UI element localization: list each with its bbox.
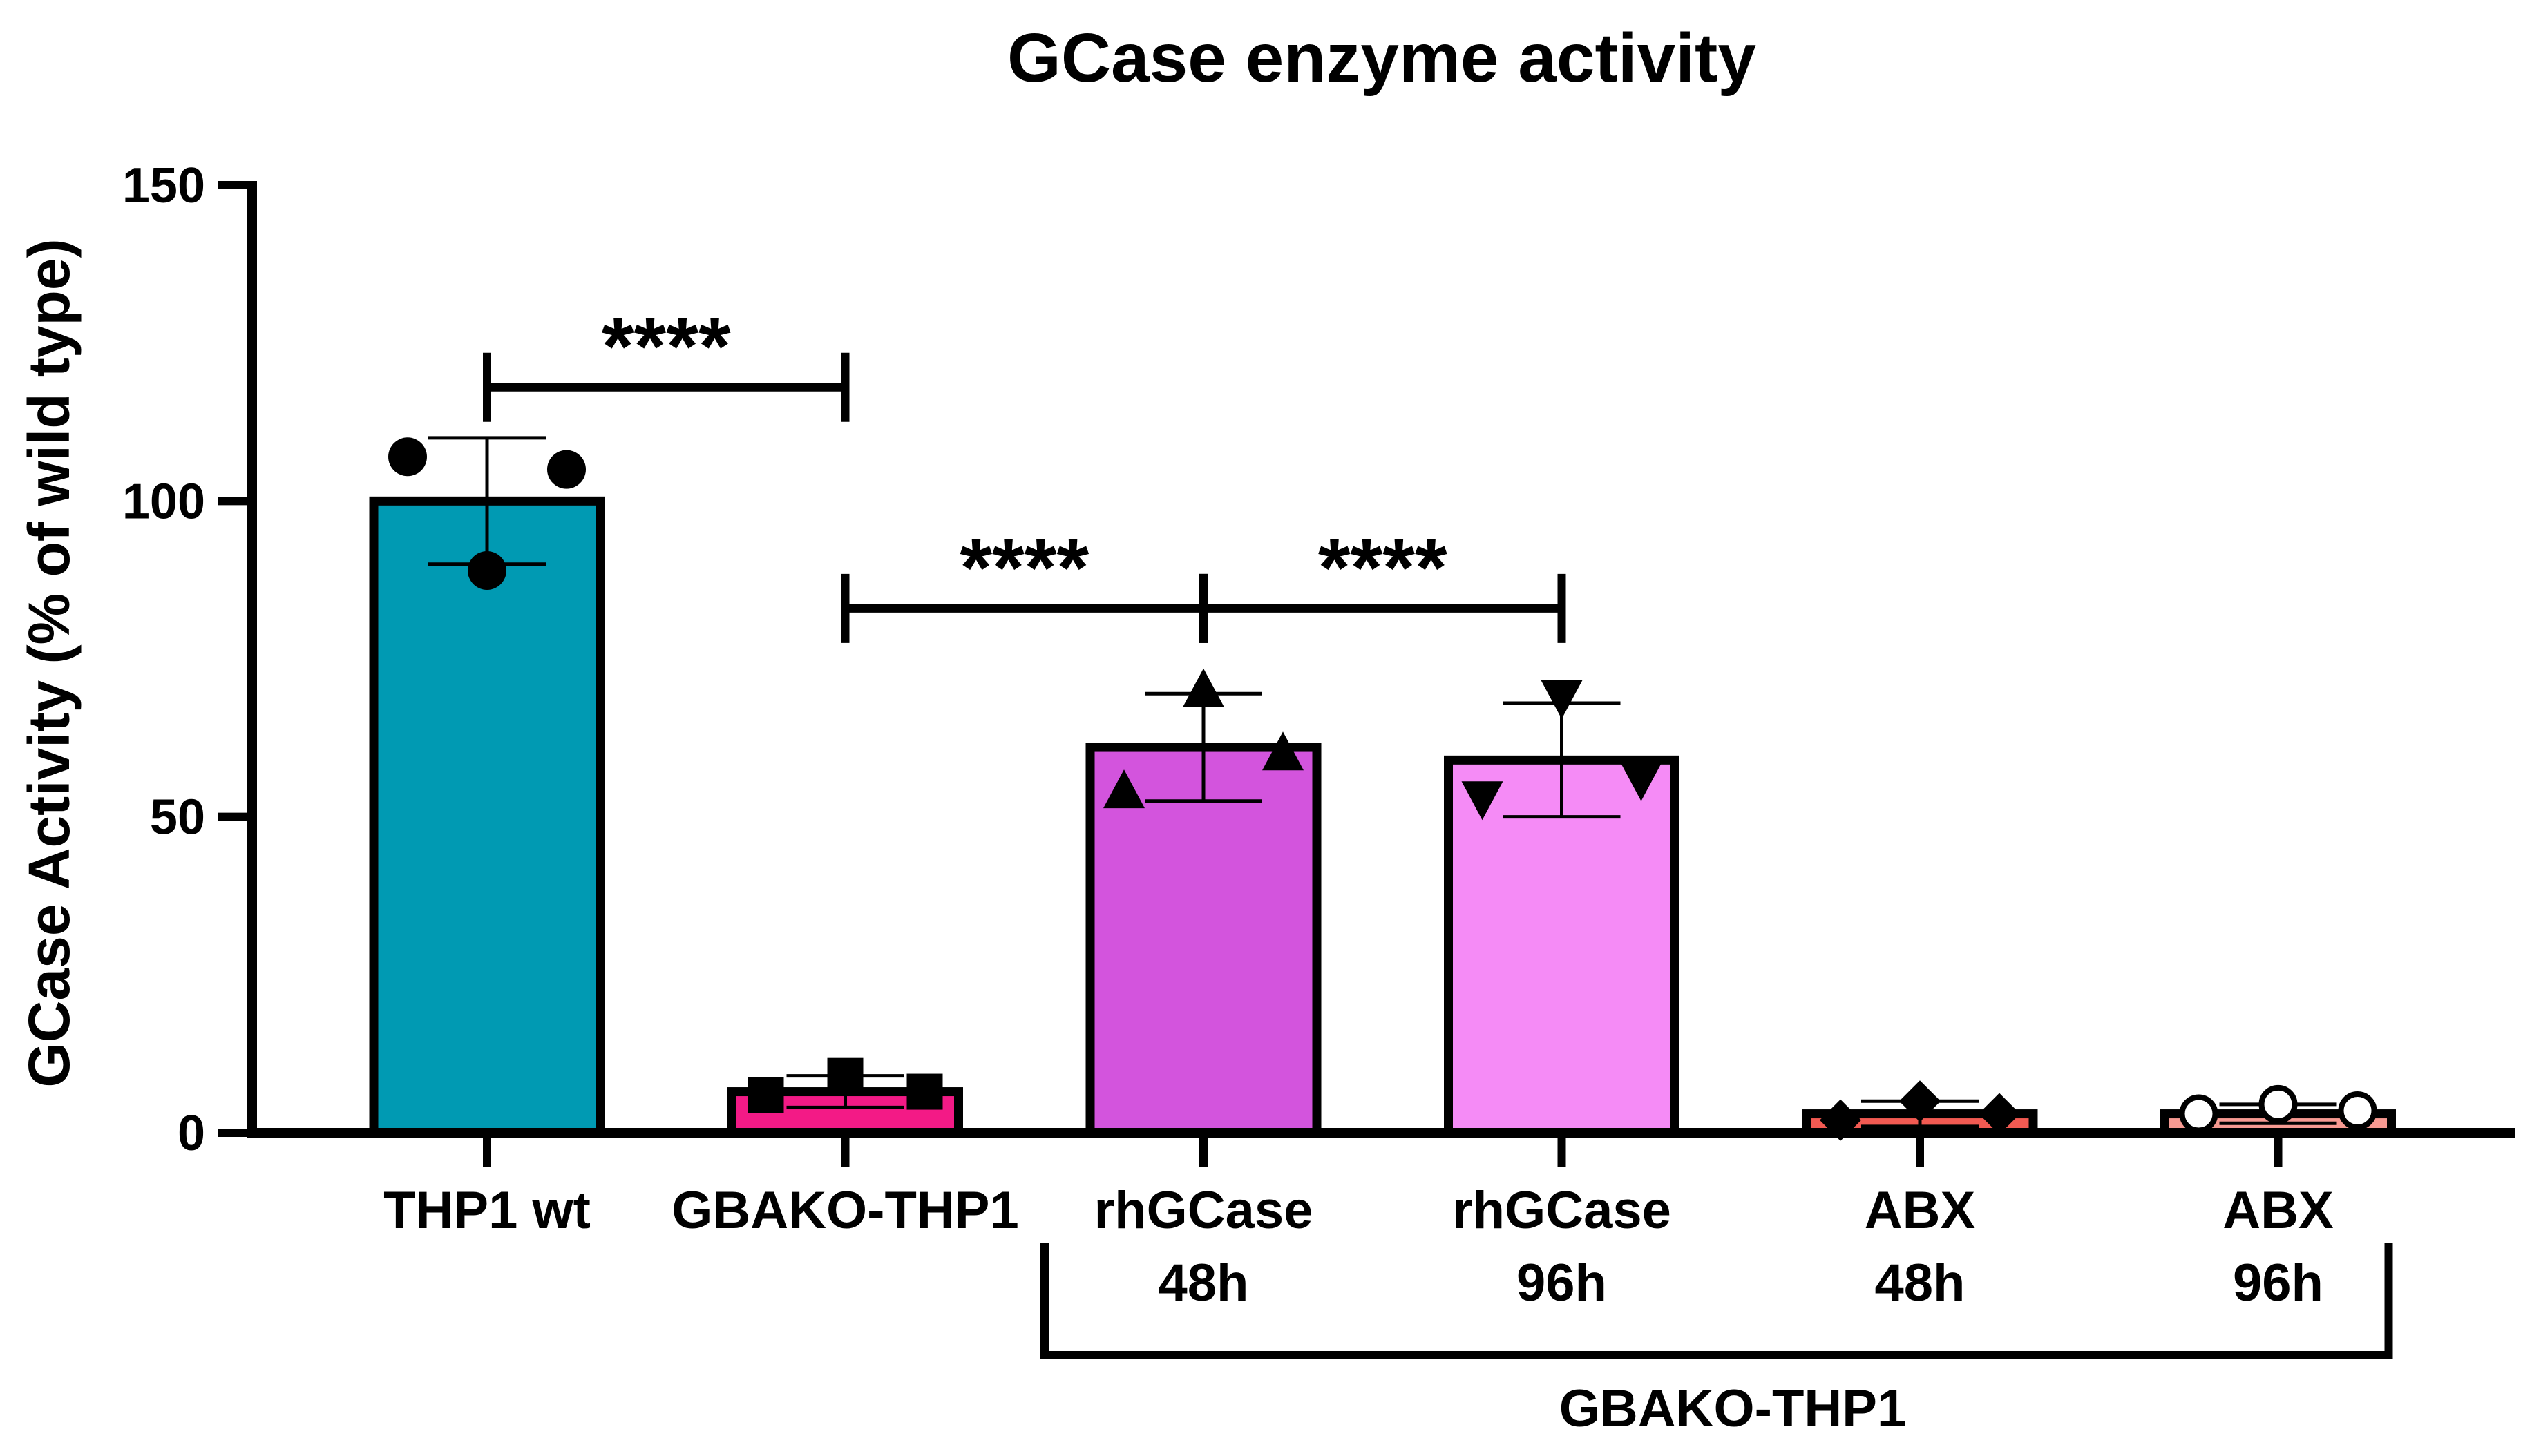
x-tick-label-5-1: 96h <box>2233 1254 2323 1312</box>
x-tick-label-4-0: ABX <box>1865 1181 1976 1240</box>
x-tick-label-0-0: THP1 wt <box>383 1181 591 1240</box>
data-point-1-0 <box>748 1077 784 1113</box>
bar-2 <box>1085 743 1322 1138</box>
significance-label-1: **** <box>960 521 1089 614</box>
x-tick-label-3-0: rhGCase <box>1452 1181 1671 1240</box>
group-bracket-label: GBAKO-THP1 <box>1559 1379 1906 1438</box>
data-point-2-0 <box>1103 769 1145 809</box>
x-tick-label-4-1: 48h <box>1875 1254 1965 1312</box>
data-point-1-2 <box>906 1073 943 1110</box>
data-point-0-2 <box>547 450 586 489</box>
chart-title: GCase enzyme activity <box>1007 19 1756 97</box>
y-tick-label-1: 50 <box>150 790 205 845</box>
data-point-5-0 <box>2179 1094 2218 1133</box>
x-tick-label-1-0: GBAKO-THP1 <box>672 1181 1018 1240</box>
significance-label-0: **** <box>602 300 731 393</box>
y-tick-label-3: 150 <box>122 158 205 213</box>
data-point-3-1 <box>1541 680 1583 719</box>
data-point-3-0 <box>1461 781 1503 821</box>
data-point-4-2 <box>1979 1093 2020 1135</box>
data-point-3-2 <box>1620 762 1662 801</box>
data-point-5-2 <box>2338 1091 2377 1130</box>
data-point-1-1 <box>827 1057 864 1094</box>
data-point-5-1 <box>2258 1084 2298 1124</box>
x-tick-label-3-1: 96h <box>1516 1254 1607 1312</box>
data-point-0-1 <box>468 550 506 590</box>
y-axis-title: GCase Activity (% of wild type) <box>17 238 82 1087</box>
data-point-2-1 <box>1183 668 1224 707</box>
y-tick-label-0: 0 <box>178 1106 205 1161</box>
x-tick-label-2-0: rhGCase <box>1094 1181 1313 1240</box>
data-point-0-0 <box>388 437 427 477</box>
data-point-2-2 <box>1262 731 1304 771</box>
bar-0 <box>369 496 605 1138</box>
group-bracket <box>1040 1243 2393 1359</box>
x-tick-label-2-1: 48h <box>1159 1254 1249 1312</box>
y-tick-label-2: 100 <box>122 474 205 529</box>
data-point-4-1 <box>1899 1080 1941 1122</box>
significance-label-2: **** <box>1318 521 1447 614</box>
x-tick-label-5-0: ABX <box>2222 1181 2334 1240</box>
